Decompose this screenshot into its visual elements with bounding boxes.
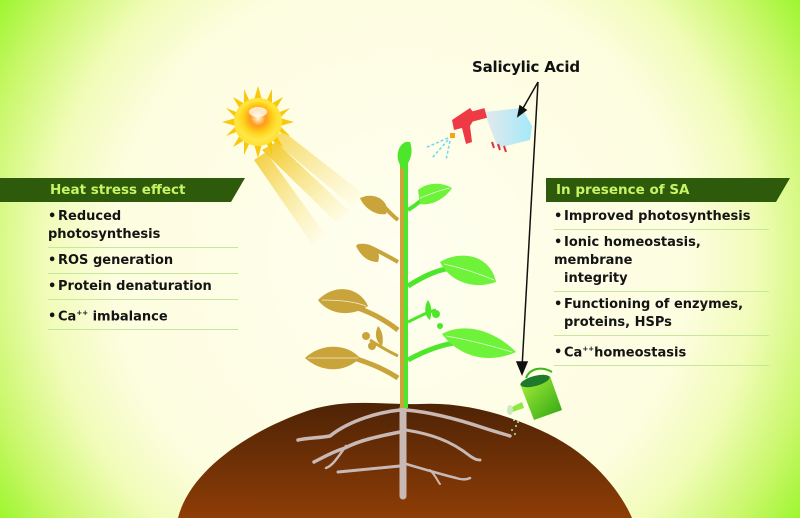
- list-item: •Functioning of enzymes,proteins, HSPs: [554, 292, 769, 336]
- bullet: •: [554, 209, 563, 224]
- healthy-plant-half: [397, 141, 516, 408]
- watering-can-icon: [507, 367, 562, 435]
- sun-icon: [222, 86, 294, 158]
- bullet: •: [48, 309, 57, 325]
- list-item: •Protein denaturation: [48, 274, 238, 300]
- list-item: •Improved photosynthesis: [554, 204, 769, 230]
- salicylic-acid-label: Salicylic Acid: [472, 58, 580, 76]
- bullet: •: [554, 235, 563, 250]
- sa-effects-list: •Improved photosynthesis •Ionic homeosta…: [554, 204, 769, 367]
- sa-effects-panel: In presence of SA •Improved photosynthes…: [546, 178, 790, 367]
- bullet: •: [554, 297, 563, 312]
- sa-effects-header: In presence of SA: [546, 178, 790, 202]
- heat-stress-list: •Reduced photosynthesis •ROS generation …: [48, 204, 238, 331]
- sun-rays: [254, 132, 366, 244]
- heat-stress-panel: Heat stress effect •Reduced photosynthes…: [0, 178, 245, 331]
- bullet: •: [554, 345, 563, 361]
- list-item: •Reduced photosynthesis: [48, 204, 238, 248]
- bullet: •: [48, 209, 57, 224]
- bullet: •: [48, 253, 57, 268]
- roots: [296, 404, 512, 500]
- bullet: •: [48, 279, 57, 294]
- list-item: •Ca++homeostasis: [554, 336, 769, 367]
- list-item: •ROS generation: [48, 248, 238, 274]
- list-item: •Ca++ imbalance: [48, 300, 238, 331]
- spray-bottle-icon: [424, 108, 532, 161]
- heat-stress-header: Heat stress effect: [0, 178, 245, 202]
- pointer-arrows: [515, 81, 539, 376]
- leaf-veins: [308, 187, 513, 359]
